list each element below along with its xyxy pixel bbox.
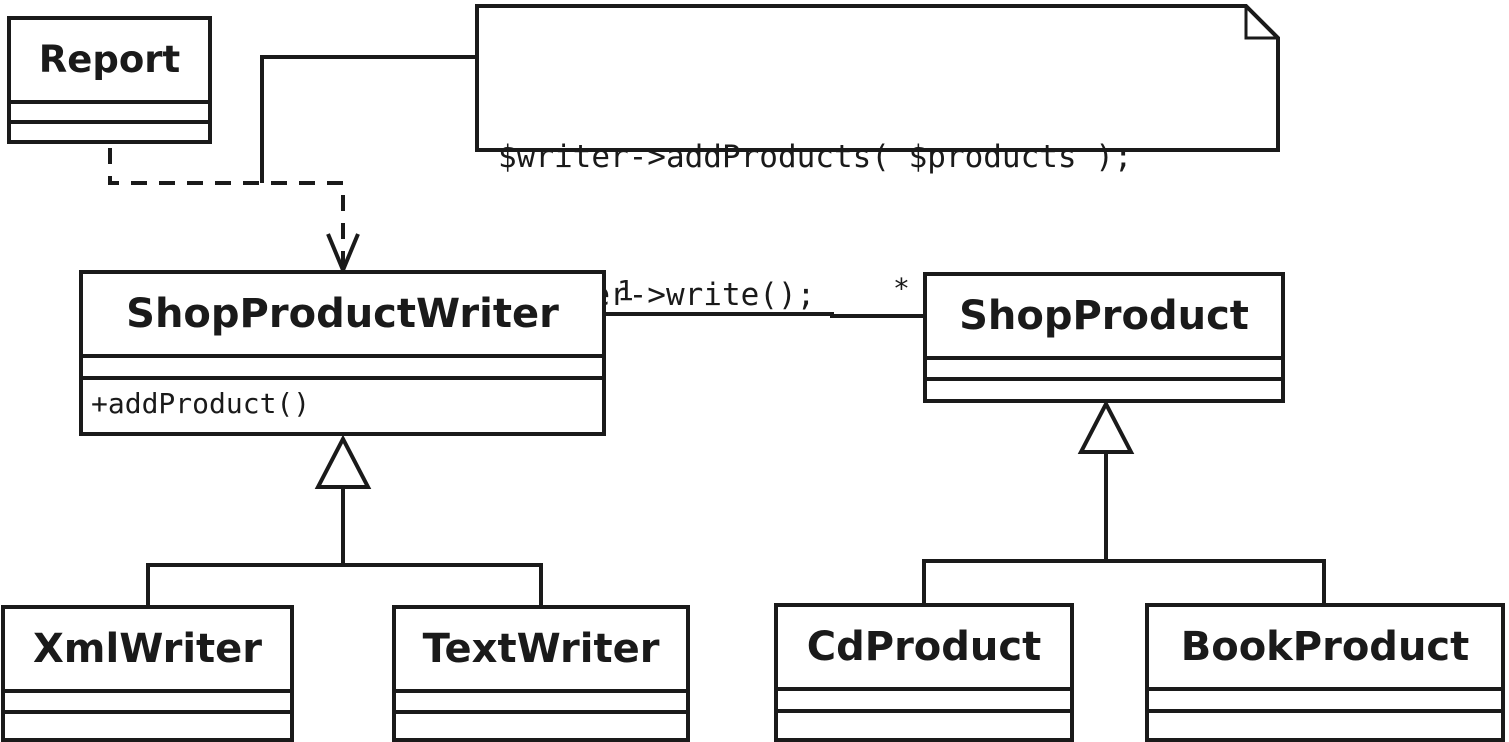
writer-inheritance-line [146,487,543,607]
class-xml-writer[interactable]: XmlWriter [1,605,294,742]
class-operations [778,713,1070,738]
association-line [604,312,923,318]
class-attributes [83,358,602,380]
note-anchor-line [260,55,477,183]
class-name: BookProduct [1149,607,1501,691]
class-attributes [11,104,208,124]
class-operations [927,381,1281,399]
note-fold [1244,6,1278,40]
writer-inheritance-arrowhead [314,434,372,489]
class-name: TextWriter [396,609,686,693]
class-name: CdProduct [778,607,1070,691]
class-operations [5,714,290,738]
class-report[interactable]: Report [7,16,212,144]
class-name: ShopProductWriter [83,274,602,358]
class-operations [396,714,686,738]
product-inheritance-line [922,452,1326,605]
class-operations [1149,713,1501,738]
note-line: $writer->addProducts( $products ); [498,139,1133,175]
class-attributes [1149,691,1501,713]
class-name: Report [11,20,208,104]
note-shape [475,4,1280,152]
class-name: XmlWriter [5,609,290,693]
class-operations [11,124,208,140]
class-book-product[interactable]: BookProduct [1145,603,1505,742]
class-attributes [927,360,1281,381]
writer-multiplicity: 1 [617,274,634,307]
class-text-writer[interactable]: TextWriter [392,605,690,742]
class-shop-product-writer[interactable]: ShopProductWriter +addProduct() [79,270,606,436]
class-cd-product[interactable]: CdProduct [774,603,1074,742]
product-inheritance-arrowhead [1077,399,1135,454]
class-attributes [778,691,1070,713]
dependency-line [108,148,345,268]
product-multiplicity: * [893,272,910,305]
class-name: ShopProduct [927,276,1281,360]
class-attributes [5,693,290,714]
class-operations: +addProduct() [91,387,311,420]
class-shop-product[interactable]: ShopProduct [923,272,1285,403]
class-attributes [396,693,686,714]
